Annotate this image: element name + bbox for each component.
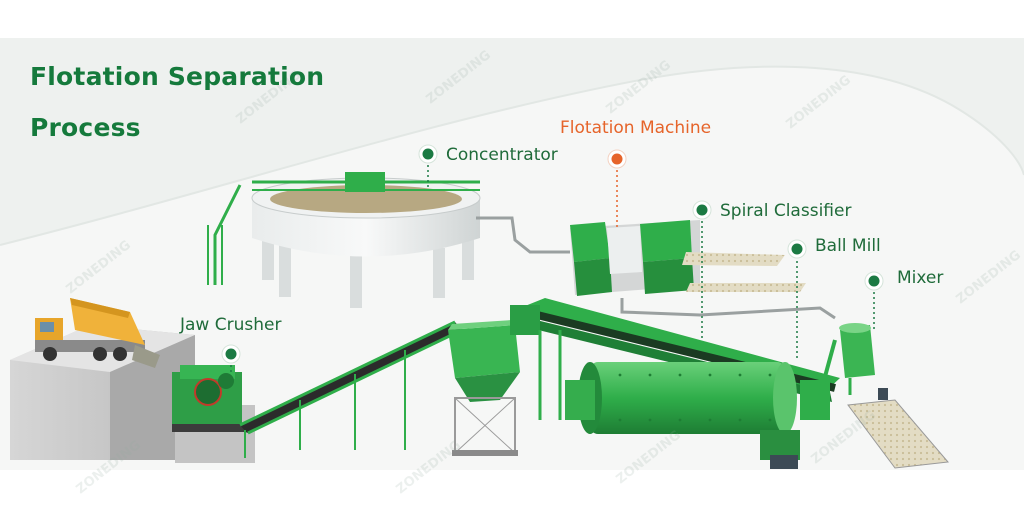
jaw-crusher-machine [172,365,252,432]
marker-spiral-classifier [692,200,712,220]
belt-conveyor [239,320,463,458]
label-jaw-crusher: Jaw Crusher [180,315,282,335]
page-title-line-1: Flotation Separation [30,62,325,91]
ore-bin [448,320,520,456]
marker-mixer [864,271,884,291]
mixer-machine [818,323,888,400]
label-concentrator: Concentrator [446,145,558,165]
label-mixer: Mixer [897,268,944,288]
label-flotation-machine: Flotation Machine [560,118,712,138]
marker-concentrator [418,144,438,164]
flotation-machine-bank [570,220,806,296]
marker-jaw-crusher [221,344,241,364]
dump-truck [35,298,160,368]
ball-mill-machine [565,362,830,469]
page-title-line-2: Process [30,113,141,142]
marker-ball-mill [787,239,807,259]
concentrator-tank [207,172,481,308]
label-spiral-classifier: Spiral Classifier [720,201,852,221]
flotation-tray [847,399,949,469]
pipes [476,216,836,320]
background-arc [0,38,1024,245]
marker-flotation-machine [607,149,627,169]
label-ball-mill: Ball Mill [815,236,881,256]
